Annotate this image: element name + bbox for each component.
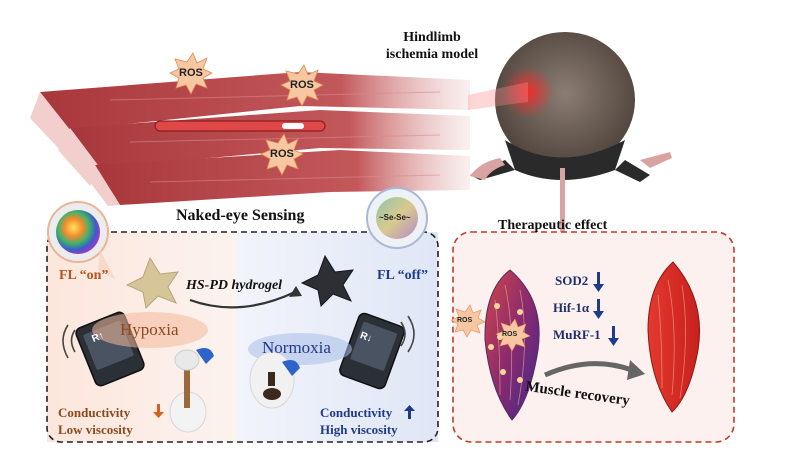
ros-label-1: ROS <box>179 67 203 79</box>
se-se-label: ~Se-Se~ <box>379 213 411 222</box>
fl-off-label: FL “off” <box>377 268 428 283</box>
fl-on-label: FL “on” <box>59 268 109 283</box>
mouse-illustration <box>470 32 672 278</box>
star-hydrogel-dark <box>300 254 355 308</box>
muscle-bundle-illustration <box>30 72 470 206</box>
ros-burst-1 <box>169 52 213 95</box>
recovery-arrow <box>543 361 633 378</box>
phone-right <box>339 312 405 390</box>
marker-hif1a: Hif-1α <box>553 300 590 315</box>
conductivity-right: Conductivity <box>320 405 393 420</box>
model-title-line2: ischemia model <box>385 47 479 62</box>
normoxia-label: Normoxia <box>262 338 331 357</box>
viscosity-left: Low viscosity <box>58 422 133 437</box>
hypoxia-label: Hypoxia <box>120 320 179 339</box>
ros-burst-2 <box>280 64 324 107</box>
normoxia-properties: Conductivity High viscosity <box>320 404 398 438</box>
viscosity-right: High viscosity <box>320 422 398 437</box>
therapy-title: Therapeutic effect <box>498 218 608 233</box>
ros-burst-3 <box>260 133 304 176</box>
muscle-ros-2 <box>495 318 531 352</box>
star-hydrogel-beige <box>125 256 180 310</box>
conductivity-left: Conductivity <box>58 405 131 420</box>
viscosity-test-left <box>169 348 214 433</box>
marker-sod2: SOD2 <box>555 273 589 288</box>
muscle-ros-label-1: ROS <box>457 317 473 324</box>
transform-arrow <box>189 291 296 309</box>
decrease-arrows <box>593 272 619 346</box>
ischemia-beam <box>468 82 528 110</box>
signal-right <box>400 315 415 353</box>
sensing-title: Naked-eye Sensing <box>176 207 305 224</box>
model-title: Hindlimb ischemia model <box>380 29 484 63</box>
conductivity-down-arrow <box>157 404 160 413</box>
sensing-panel-border <box>46 231 439 443</box>
viscosity-test-right <box>249 351 300 409</box>
ros-label-3: ROS <box>270 148 294 160</box>
model-title-line1: Hindlimb <box>403 30 461 45</box>
conductivity-up-arrow <box>408 410 411 419</box>
marker-murf1: MuRF-1 <box>553 327 601 342</box>
hypoxia-properties: Conductivity Low viscosity <box>58 404 133 438</box>
ros-label-2: ROS <box>290 79 314 91</box>
muscle-ros-1 <box>450 304 486 338</box>
signal-left <box>62 324 76 359</box>
hydrogel-label: HS-PD hydrogel <box>186 278 283 293</box>
muscle-ros-label-2: ROS <box>502 331 518 338</box>
